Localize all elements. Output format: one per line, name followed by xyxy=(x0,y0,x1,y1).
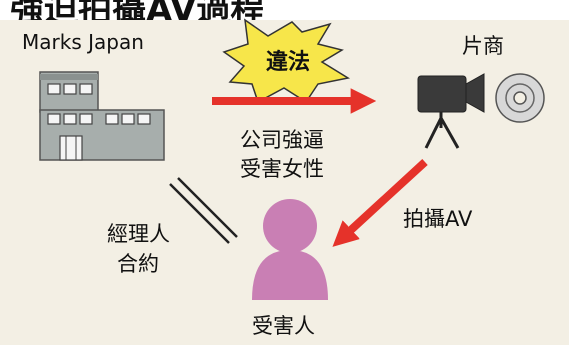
edge-label-agency-producer-2: 受害女性 xyxy=(240,157,324,181)
illegal-badge-burst xyxy=(222,18,351,104)
edge-label-agency-victim-1: 經理人 xyxy=(107,222,170,246)
edge-label-agency-producer-1: 公司強逼 xyxy=(240,128,324,152)
edge-label-agency-victim-2: 合約 xyxy=(117,252,159,276)
diagram-title: 強迫拍攝AV過程 xyxy=(10,0,265,20)
camera-icon xyxy=(417,73,485,149)
title-bar: 強迫拍攝AV過程 xyxy=(0,0,569,20)
person-icon xyxy=(252,199,328,300)
edge-label-producer-victim: 拍攝AV xyxy=(403,207,473,231)
building-icon xyxy=(39,71,165,161)
producer-label: 片商 xyxy=(462,34,504,58)
contract-link-lines xyxy=(169,177,238,244)
disc-icon xyxy=(495,73,545,123)
illegal-badge-label: 違法 xyxy=(266,50,311,75)
agency-label: Marks Japan xyxy=(22,30,144,54)
arrow-producer-to-victim xyxy=(332,159,428,247)
victim-label: 受害人 xyxy=(252,314,315,338)
